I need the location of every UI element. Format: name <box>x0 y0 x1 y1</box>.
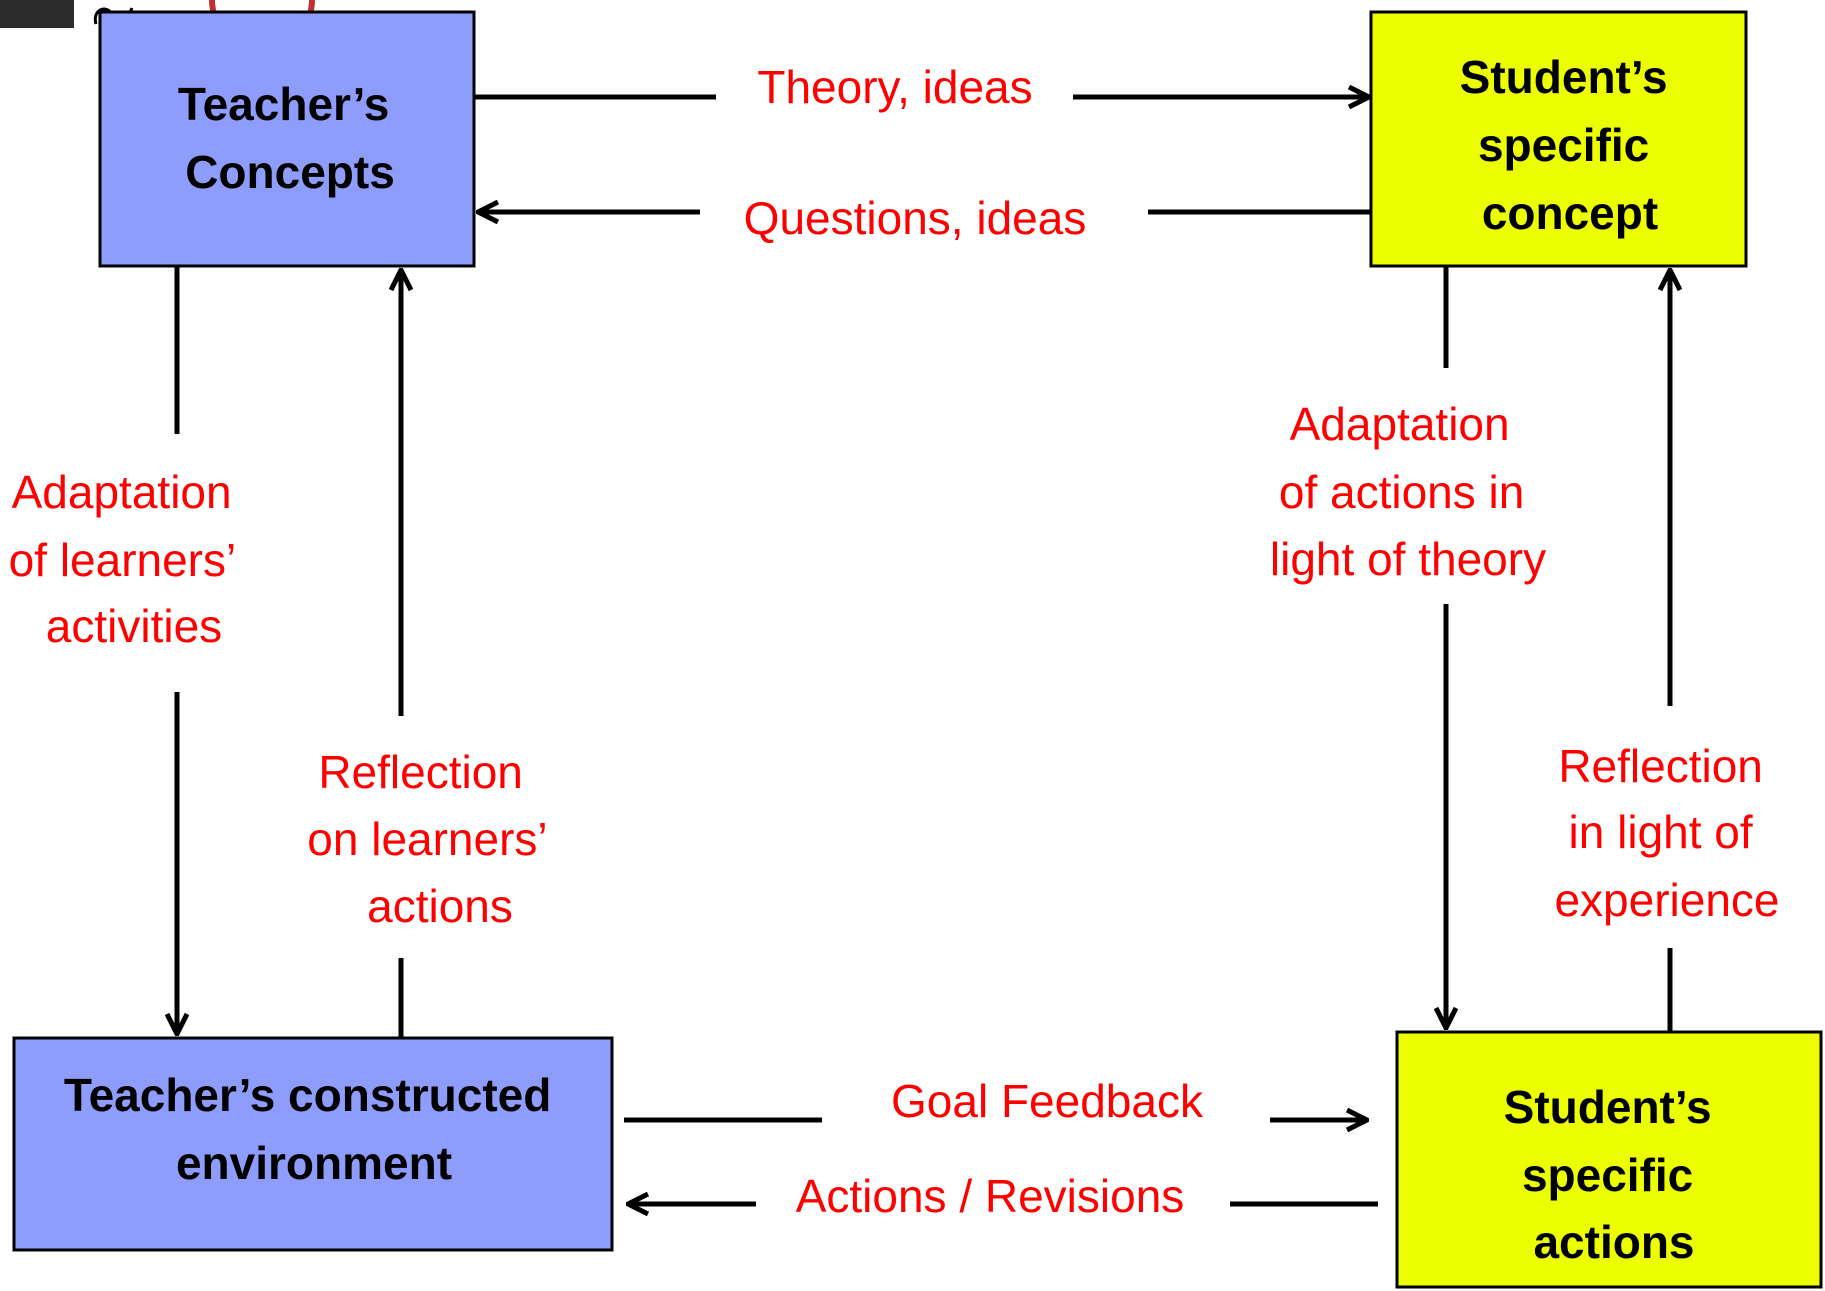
teacher-concepts-text: Teacher’s Concepts <box>178 78 402 198</box>
teacher-environment-text: Teacher’s constructed environment <box>64 1069 564 1189</box>
student-concept-box <box>1369 10 1748 268</box>
student-actions-box <box>1395 1030 1823 1289</box>
actions-revisions-label: Actions / Revisions <box>796 1170 1185 1222</box>
teacher-concepts-box <box>98 10 476 268</box>
reflection-experience-label: Reflection in light of experience <box>1554 740 1779 926</box>
teacher-environment-box <box>12 1036 614 1252</box>
adaptation-learners-label: Adaptation of learners’ activities <box>9 466 248 652</box>
theory-ideas-label: Theory, ideas <box>757 61 1032 113</box>
reflection-learners-label: Reflection on learners’ actions <box>307 746 558 932</box>
goal-feedback-label: Goal Feedback <box>891 1075 1204 1127</box>
student-actions-text: Student’s specific actions <box>1504 1081 1725 1268</box>
questions-ideas-label: Questions, ideas <box>744 192 1087 244</box>
student-concept-text: Student’s specific concept <box>1460 51 1681 239</box>
adaptation-theory-label: Adaptation of actions in light of theory <box>1270 398 1546 585</box>
